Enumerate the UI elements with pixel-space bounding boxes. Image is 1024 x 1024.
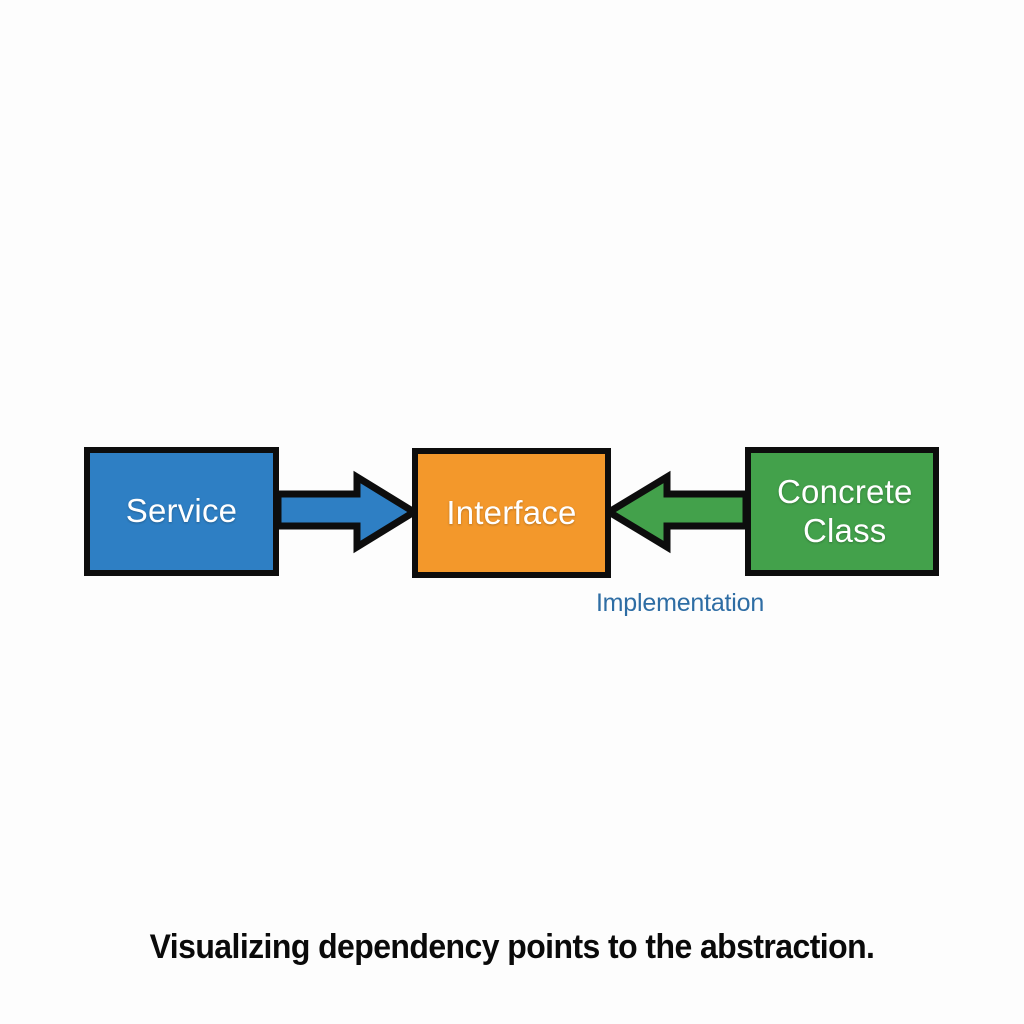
node-interface[interactable]: Interface: [412, 448, 611, 578]
arrow-concrete-to-interface: [602, 470, 750, 554]
edge-label-implementation: Implementation: [595, 589, 765, 617]
node-concrete-class-label: Concrete Class: [777, 473, 913, 551]
arrow-service-to-interface: [274, 470, 421, 554]
diagram-caption: Visualizing dependency points to the abs…: [149, 928, 875, 966]
node-service-label: Service: [125, 492, 238, 530]
node-concrete-class-label-line1: Concrete: [777, 472, 913, 510]
node-service[interactable]: Service: [84, 447, 279, 576]
node-concrete-class-label-line2: Class: [802, 511, 887, 549]
node-concrete-class[interactable]: Concrete Class: [745, 447, 939, 576]
node-interface-label: Interface: [446, 493, 577, 531]
